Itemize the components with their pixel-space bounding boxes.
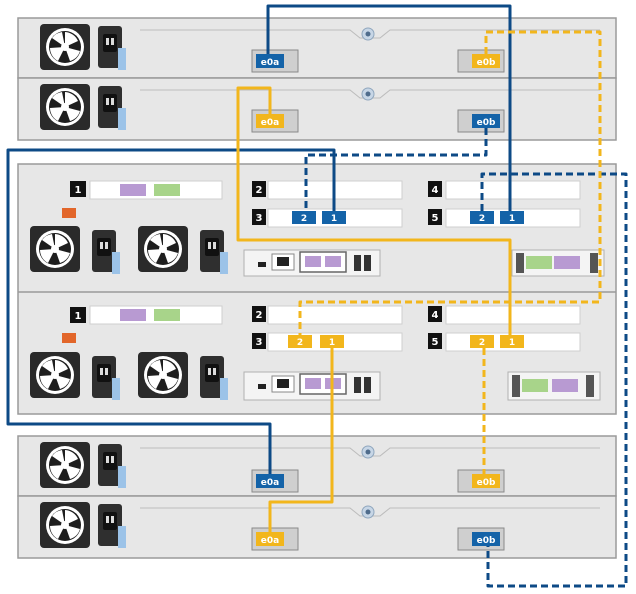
port-e0a-top-b[interactable] bbox=[256, 114, 284, 128]
slot5-port-1[interactable] bbox=[500, 211, 524, 224]
slot-2-label: 2 bbox=[256, 185, 263, 196]
bottom-shelf-a: e0a e0b bbox=[17, 435, 617, 497]
power-supply-fan-icon bbox=[30, 226, 80, 272]
svg-text:1: 1 bbox=[509, 338, 515, 348]
module-release-button-icon bbox=[361, 445, 375, 459]
power-supply-fan-icon bbox=[138, 226, 188, 272]
usb-port-icon[interactable] bbox=[364, 255, 371, 271]
power-supply-fan-icon bbox=[30, 352, 80, 398]
usb-port-icon[interactable] bbox=[354, 255, 361, 271]
cable-blue-solid bbox=[266, 4, 512, 211]
svg-text:e0a: e0a bbox=[261, 478, 279, 488]
slot-4-label: 4 bbox=[432, 185, 439, 196]
slot-module-green bbox=[154, 184, 180, 196]
cable-yellow-solid bbox=[268, 348, 334, 532]
port-e0b-top-b[interactable] bbox=[472, 114, 500, 128]
svg-text:e0a: e0a bbox=[261, 536, 279, 546]
cable-blue-dashed bbox=[480, 172, 628, 588]
bottom-shelf-b: e0a e0b bbox=[17, 495, 617, 559]
svg-text:2: 2 bbox=[301, 214, 307, 224]
slot-3-label: 3 bbox=[256, 337, 263, 348]
slot-2-label: 2 bbox=[256, 310, 263, 321]
cable-yellow-dashed bbox=[298, 30, 602, 335]
slot3-port-1[interactable] bbox=[320, 335, 344, 348]
port-e0b-top-a[interactable] bbox=[472, 54, 500, 68]
svg-text:2: 2 bbox=[479, 214, 485, 224]
slot5-port-2[interactable] bbox=[470, 211, 494, 224]
slot5-port-1[interactable] bbox=[500, 335, 524, 348]
power-supply-fan-icon bbox=[138, 352, 188, 398]
slot3-port-2[interactable] bbox=[292, 211, 316, 224]
port-e0b-bottom-b[interactable] bbox=[472, 532, 500, 546]
slot-5-label: 5 bbox=[432, 337, 439, 348]
power-plug-icon bbox=[200, 230, 228, 274]
svg-text:2: 2 bbox=[479, 338, 485, 348]
power-plug-icon bbox=[98, 444, 126, 488]
cable-yellow-solid bbox=[236, 86, 512, 335]
power-plug-icon bbox=[200, 356, 228, 400]
module-release-button-icon bbox=[361, 87, 375, 101]
svg-text:1: 1 bbox=[509, 214, 515, 224]
power-plug-icon bbox=[92, 356, 120, 400]
power-plug-icon bbox=[98, 26, 126, 70]
power-plug-icon bbox=[98, 504, 126, 548]
port-e0a-bottom-b[interactable] bbox=[256, 532, 284, 546]
power-supply-fan-icon bbox=[40, 84, 90, 130]
slot3-port-1[interactable] bbox=[322, 211, 346, 224]
port-e0b-label: e0b bbox=[477, 118, 496, 128]
slot3-port-2[interactable] bbox=[288, 335, 312, 348]
module-release-button-icon bbox=[361, 505, 375, 519]
slot-5-label: 5 bbox=[432, 213, 439, 224]
slot-3-label: 3 bbox=[256, 213, 263, 224]
svg-text:1: 1 bbox=[331, 214, 337, 224]
usb-port-icon[interactable] bbox=[364, 377, 371, 393]
slot-1-label: 1 bbox=[75, 311, 82, 322]
power-supply-fan-icon bbox=[40, 442, 90, 488]
power-plug-icon bbox=[98, 86, 126, 130]
fault-indicator-icon bbox=[62, 208, 76, 218]
cable-blue-solid bbox=[6, 148, 336, 474]
power-supply-fan-icon bbox=[40, 24, 90, 70]
module-release-button-icon bbox=[361, 27, 375, 41]
port-e0a-label: e0a bbox=[261, 58, 279, 68]
port-e0a-label: e0a bbox=[261, 118, 279, 128]
controller-lower: 1 2 3 2 1 4 5 2 1 bbox=[30, 305, 601, 401]
cable-blue-dashed bbox=[304, 128, 488, 211]
svg-text:2: 2 bbox=[297, 338, 303, 348]
svg-text:e0b: e0b bbox=[477, 478, 496, 488]
port-e0b-label: e0b bbox=[477, 58, 496, 68]
fault-indicator-icon bbox=[62, 333, 76, 343]
svg-text:1: 1 bbox=[329, 338, 335, 348]
top-shelf-b: e0a e0b bbox=[17, 77, 617, 141]
power-plug-icon bbox=[92, 230, 120, 274]
top-shelf-a: e0a e0b bbox=[17, 17, 617, 79]
usb-port-icon[interactable] bbox=[354, 377, 361, 393]
port-e0a-bottom-a[interactable] bbox=[256, 474, 284, 488]
slot5-port-2[interactable] bbox=[470, 335, 494, 348]
slot-module-purple bbox=[120, 184, 146, 196]
controller-upper: 1 2 3 2 1 4 5 2 1 bbox=[30, 180, 605, 277]
power-supply-fan-icon bbox=[40, 502, 90, 548]
port-e0a-top-a[interactable] bbox=[256, 54, 284, 68]
slot-4-label: 4 bbox=[432, 310, 439, 321]
cables bbox=[6, 4, 628, 588]
slot-1-label: 1 bbox=[75, 185, 82, 196]
port-e0b-bottom-a[interactable] bbox=[472, 474, 500, 488]
svg-text:e0b: e0b bbox=[477, 536, 496, 546]
